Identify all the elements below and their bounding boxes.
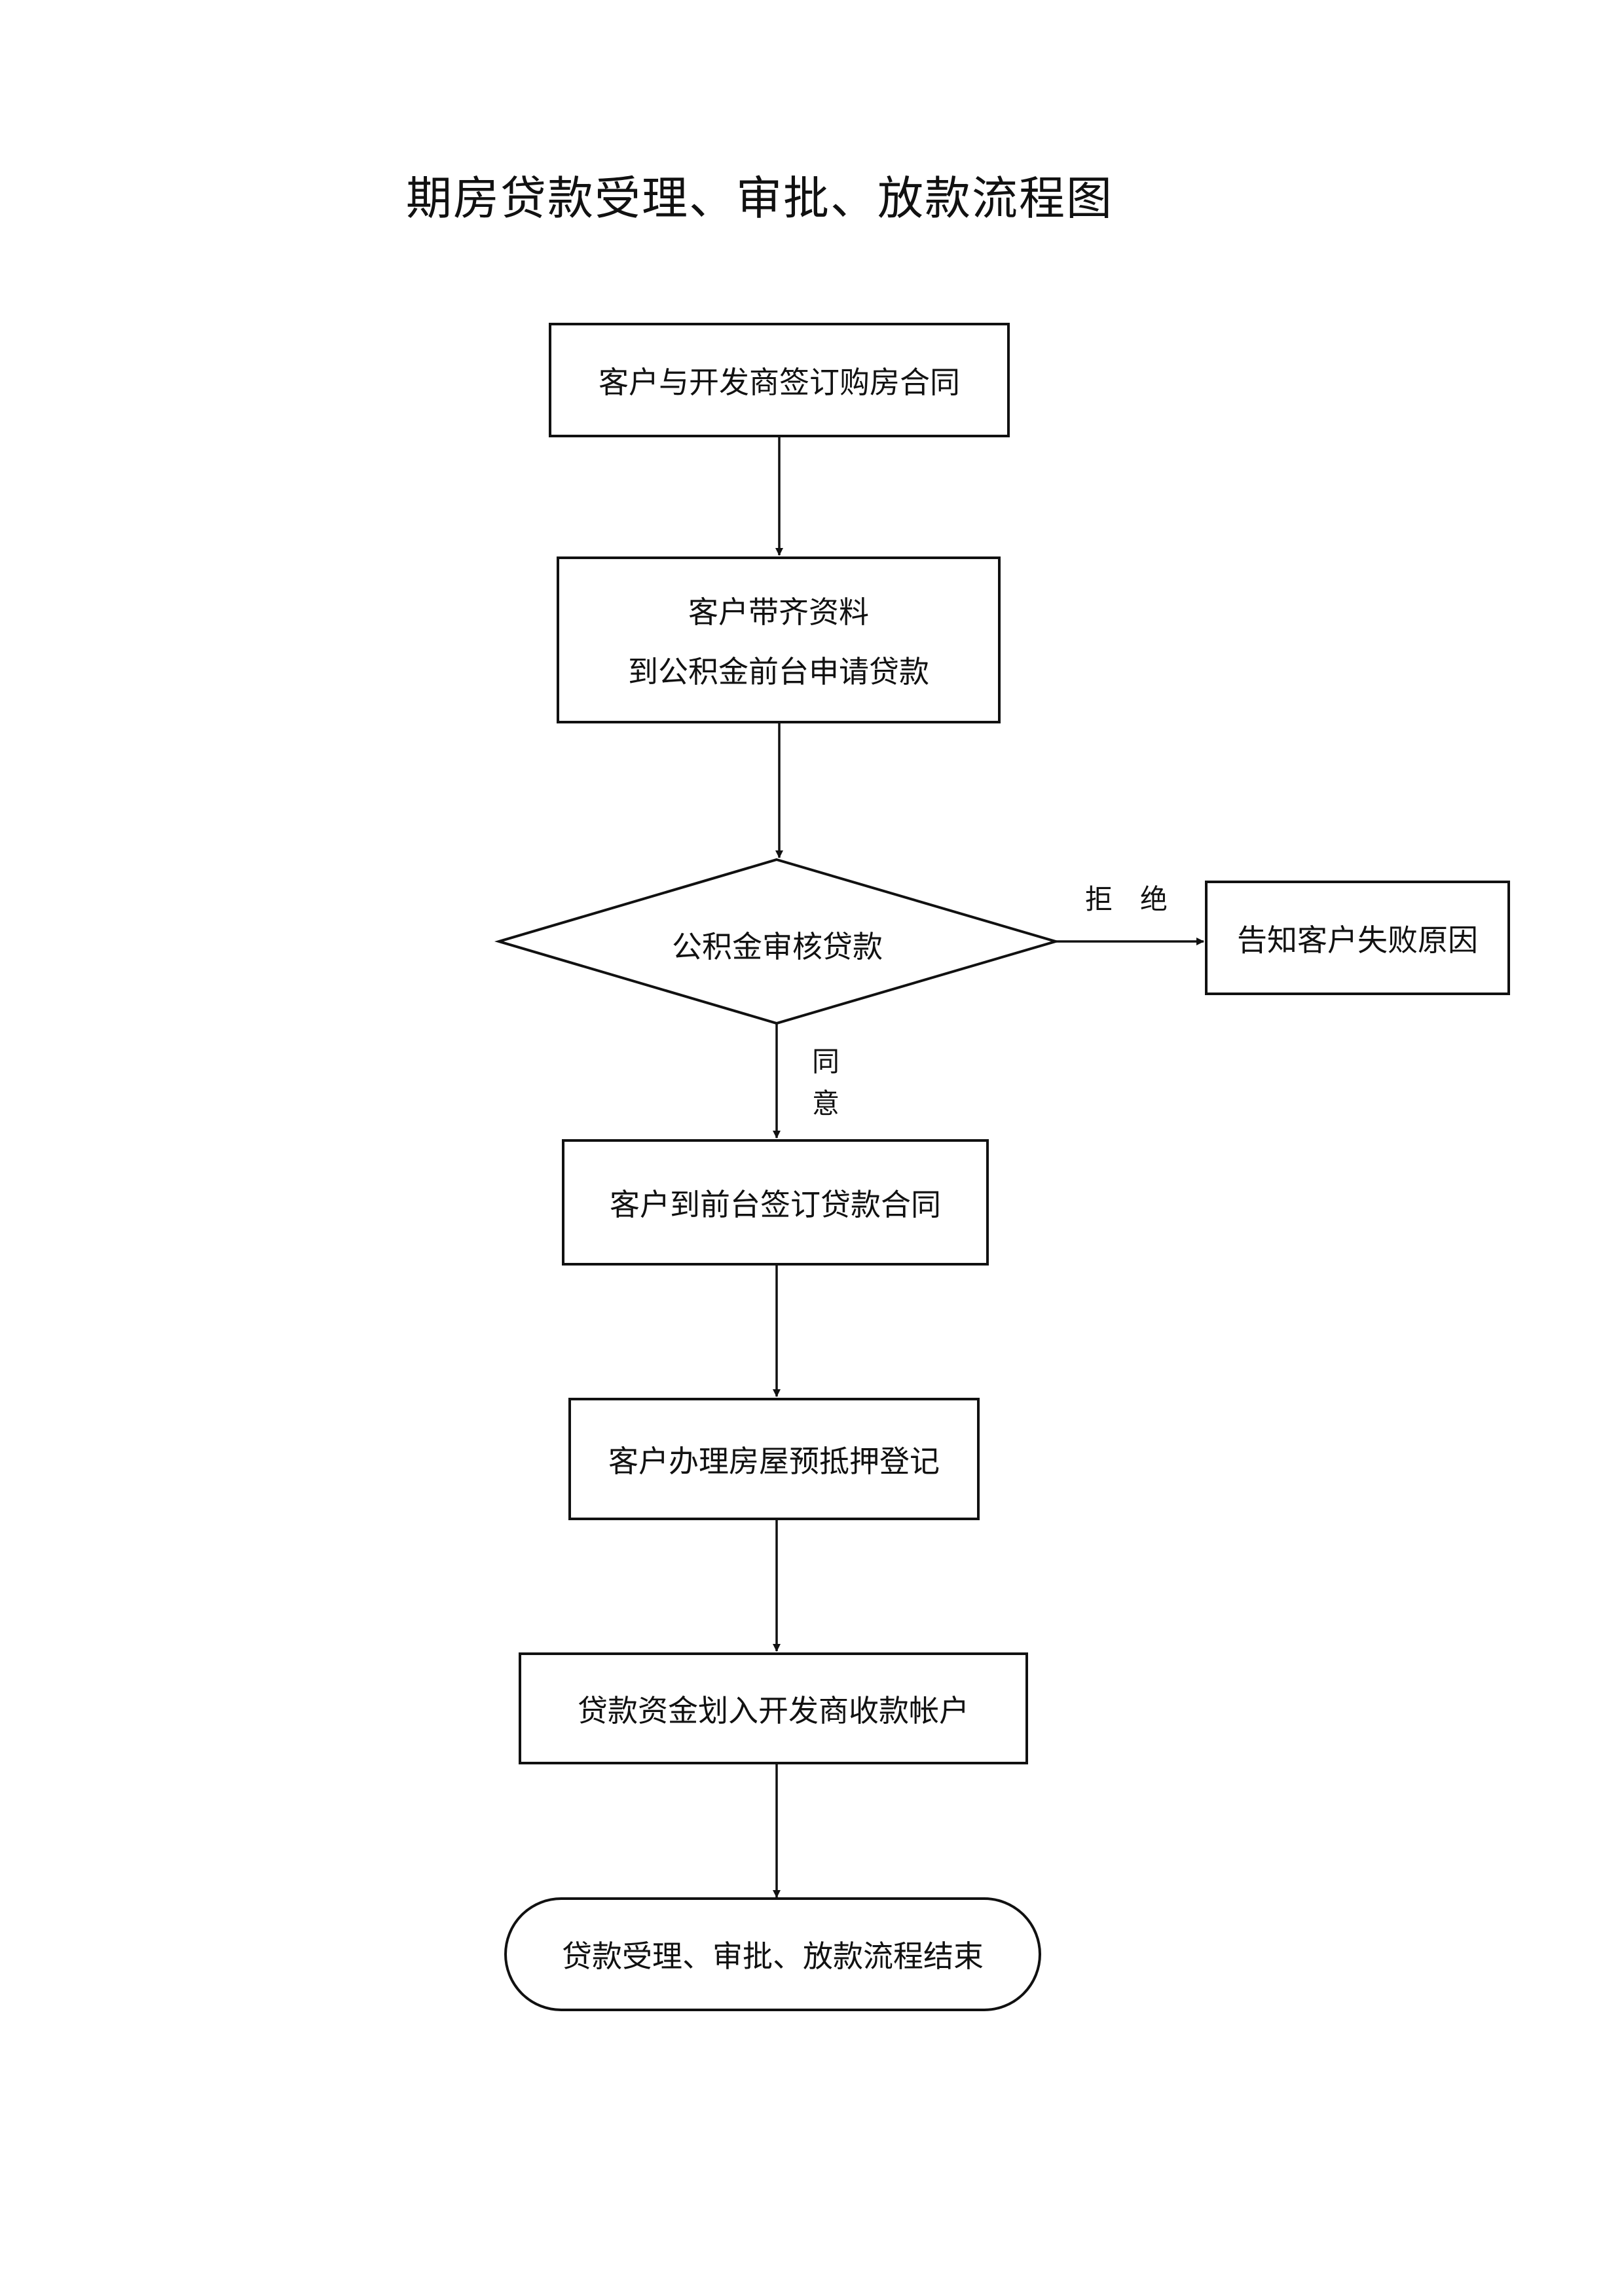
step-sign-purchase-contract-label: 客户与开发商签订购房合同 [599, 364, 960, 400]
reject-edge-label: 拒 绝 [1084, 883, 1168, 915]
approve-edge-label-1: 同 [811, 1046, 840, 1078]
step-sign-loan-contract: 客户到前台签订贷款合同 [562, 1139, 989, 1266]
approve-edge-label-2: 意 [811, 1087, 840, 1120]
end-terminator-label: 贷款受理、审批、放款流程结束 [562, 1939, 984, 1974]
decision-label: 公积金审核贷款 [672, 929, 883, 964]
step-sign-loan-contract-label: 客户到前台签订贷款合同 [610, 1186, 941, 1222]
step-notify-failure-label: 告知客户失败原因 [1237, 922, 1478, 958]
step-mortgage-registration-label: 客户办理房屋预抵押登记 [608, 1443, 940, 1479]
step-funds-transfer: 贷款资金划入开发商收款帐户 [519, 1652, 1028, 1764]
step-submit-application-line2: 到公积金前台申请贷款 [628, 654, 929, 689]
step-submit-application: 客户带齐资料 到公积金前台申请贷款 [557, 556, 1001, 723]
step-submit-application-line1: 客户带齐资料 [688, 594, 869, 630]
end-terminator [504, 1897, 1041, 2011]
page-title: 期房贷款受理、审批、放款流程图 [406, 172, 1113, 225]
step-sign-purchase-contract: 客户与开发商签订购房合同 [549, 323, 1010, 437]
step-funds-transfer-label: 贷款资金划入开发商收款帐户 [578, 1692, 969, 1728]
step-mortgage-registration: 客户办理房屋预抵押登记 [568, 1398, 980, 1520]
step-notify-failure: 告知客户失败原因 [1205, 881, 1510, 995]
